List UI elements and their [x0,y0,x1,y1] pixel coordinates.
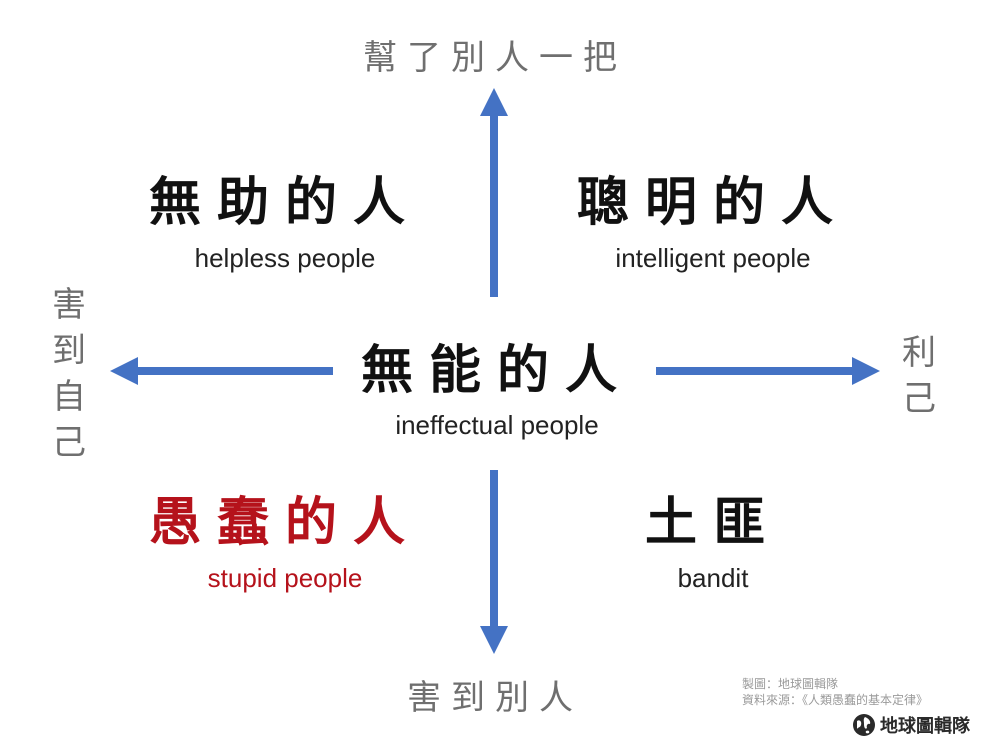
quadrant-top-left-subtitle: helpless people [194,243,376,273]
globe-icon [852,713,876,737]
quadrant-bottom-right-subtitle: bandit [677,563,749,593]
arrow-right-head [852,357,880,385]
quadrant-top-right-title: 聰明的人 [576,173,849,233]
center-subtitle: ineffectual people [395,410,599,440]
credits-made-by: 製圖：地球圖輯隊 [742,677,839,691]
axis-label-top: 幫了別人一把 [363,38,627,78]
arrow-left-head [110,357,138,385]
axis-label-bottom: 害到別人 [407,678,583,718]
credits: 製圖：地球圖輯隊 資料來源：《人類愚蠢的基本定律》 [742,676,972,708]
arrow-down-head [480,626,508,654]
credits-source: 資料來源：《人類愚蠢的基本定律》 [742,693,929,707]
quadrant-bottom-left-subtitle: stupid people [207,563,363,593]
quadrant-top-left-title: 無助的人 [148,173,421,233]
axis-label-left: 害到自己 [52,285,86,463]
arrow-up-head [480,88,508,116]
quadrant-bottom-left-title: 愚蠢的人 [148,493,421,553]
quadrant-bottom-right-title: 土匪 [644,493,781,553]
brand-logo: 地球圖輯隊 [852,712,970,738]
quadrant-top-right-subtitle: intelligent people [615,243,811,273]
logo-text: 地球圖輯隊 [880,716,970,737]
axis-label-right: 利己 [902,333,936,419]
center-title: 無能的人 [360,341,633,401]
